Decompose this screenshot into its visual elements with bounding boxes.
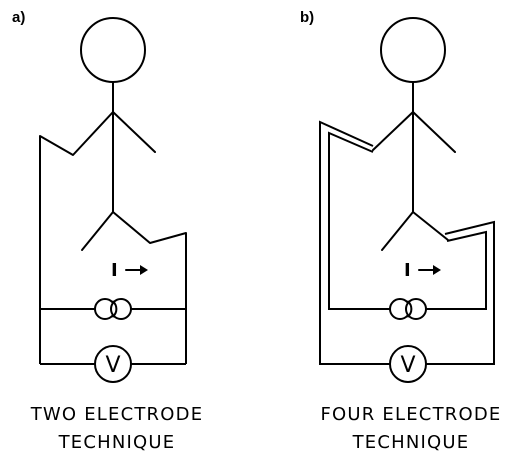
current-source-icon (94, 298, 132, 320)
voltmeter-icon: V (94, 345, 132, 383)
voltmeter-icon: V (389, 345, 427, 383)
arrow-right-icon (418, 265, 441, 275)
caption-line-1: FOUR ELECTRODE (321, 404, 502, 425)
figure-left-arm (39, 111, 114, 156)
panel-a: a) I (12, 9, 204, 453)
arrow-right-icon (125, 265, 148, 275)
figure-left-arm (372, 111, 414, 151)
figure-right-arm (112, 111, 156, 153)
voltmeter-label: V (400, 353, 415, 378)
figure-left-leg (381, 211, 414, 251)
current-drive-loop (328, 131, 487, 310)
caption-line-2: TECHNIQUE (352, 432, 470, 453)
panel-b: b) I V (300, 9, 502, 453)
voltage-sense-loop (319, 120, 495, 365)
voltmeter-label: V (105, 353, 120, 378)
current-label: I (404, 260, 411, 281)
figure-right-leg (412, 211, 449, 241)
current-label: I (111, 260, 118, 281)
figure-head (80, 17, 146, 83)
caption-line-2: TECHNIQUE (58, 432, 176, 453)
caption-line-1: TWO ELECTRODE (30, 404, 204, 425)
figure-right-arm (412, 111, 456, 153)
current-source-icon (389, 298, 427, 320)
figure-head (380, 17, 446, 83)
stick-figure-icon (39, 17, 187, 251)
stick-figure-icon (372, 17, 456, 251)
panel-b-label: b) (300, 9, 314, 26)
figure-left-leg (81, 211, 114, 251)
figure-right-leg (112, 211, 187, 244)
panel-a-label: a) (12, 9, 25, 26)
